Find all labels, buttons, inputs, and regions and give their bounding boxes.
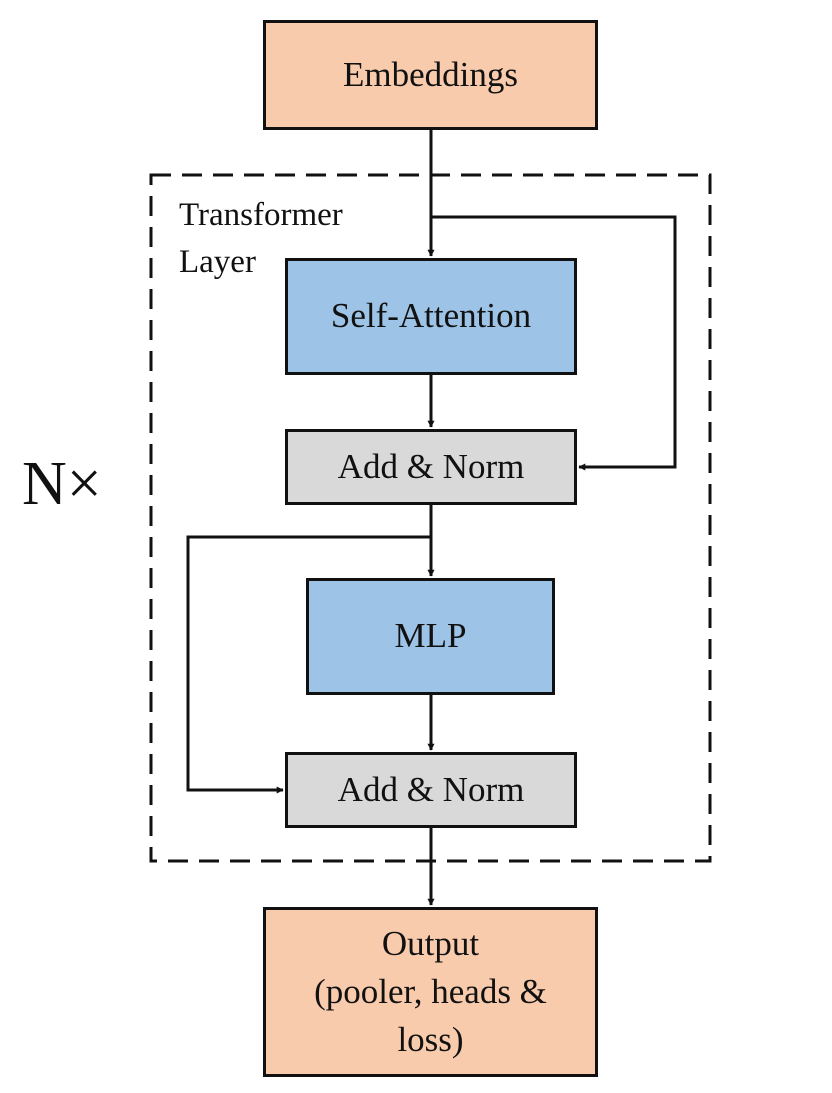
mlp-label: MLP [394, 616, 467, 656]
add-norm-block-2: Add & Norm [285, 752, 577, 828]
output-block: Output (pooler, heads & loss) [263, 907, 598, 1077]
transformer-layer-label-line-1: Transformer [179, 197, 343, 233]
embeddings-label: Embeddings [343, 54, 518, 94]
add-norm-label-2: Add & Norm [337, 769, 525, 809]
output-label-line-2: (pooler, heads & [314, 971, 547, 1011]
output-label-line-3: loss) [397, 1020, 464, 1060]
repeat-count-label: N× [22, 450, 102, 518]
residual-connection-2 [186, 535, 431, 794]
transformer-layer-label-line-2: Layer [179, 244, 256, 280]
residual-connection-1 [431, 215, 677, 471]
output-label-line-1: Output [381, 923, 480, 963]
transformer-layer-label: Transformer Layer [179, 192, 343, 286]
embeddings-block: Embeddings [263, 20, 598, 130]
self-attention-block: Self-Attention [285, 258, 577, 375]
add-norm-block-1: Add & Norm [285, 429, 577, 505]
self-attention-label: Self-Attention [330, 296, 532, 336]
mlp-block: MLP [306, 578, 555, 695]
add-norm-label-1: Add & Norm [337, 446, 525, 486]
